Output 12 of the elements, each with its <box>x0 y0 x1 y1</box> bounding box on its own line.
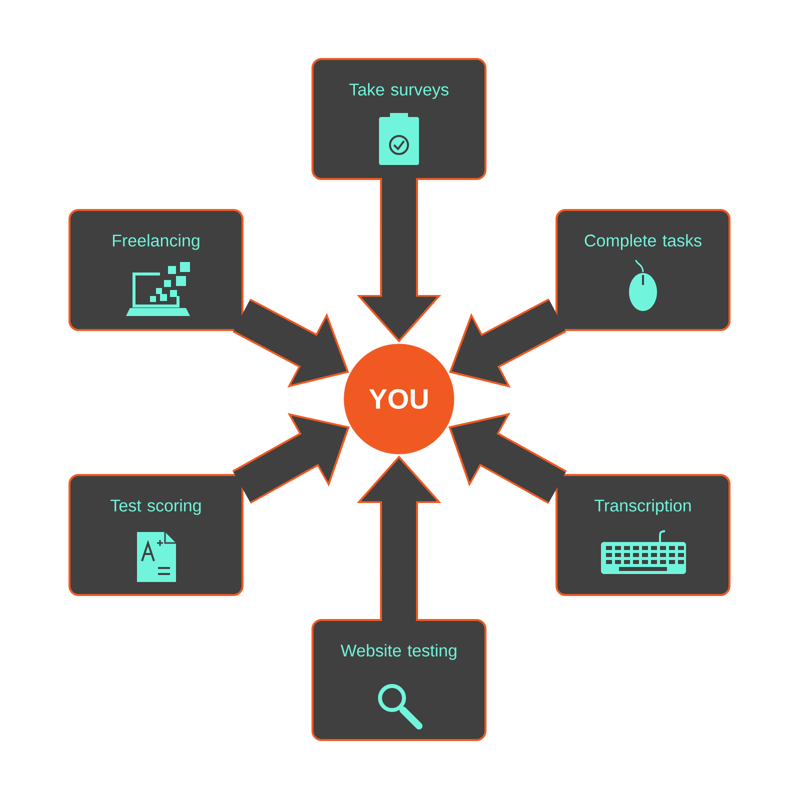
arrow <box>448 298 567 388</box>
task-box: Take surveys <box>312 58 486 180</box>
arrow <box>232 298 350 388</box>
arrow <box>356 456 442 622</box>
circle-node: YOU <box>344 344 454 454</box>
task-box: Test scoring <box>68 474 244 596</box>
task-box: Freelancing <box>68 209 244 331</box>
arrow <box>448 412 568 504</box>
task-box: Complete tasks <box>556 209 730 331</box>
arrow <box>356 177 442 343</box>
task-box: Website testing <box>312 619 486 741</box>
arrow <box>232 412 350 504</box>
